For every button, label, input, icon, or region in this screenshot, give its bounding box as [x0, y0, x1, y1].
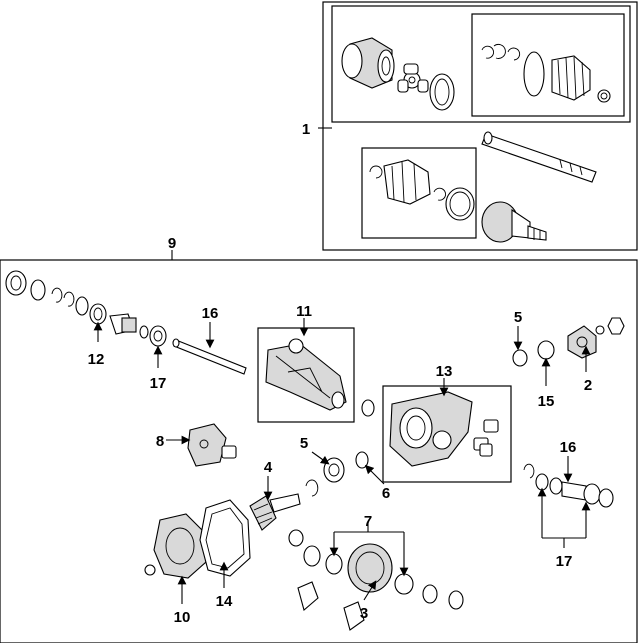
- pinion-shaft-left: [109, 313, 167, 347]
- ring-gear-assembly: [288, 529, 464, 610]
- boot-clamp-ring: [429, 73, 455, 111]
- leader-lines: [93, 127, 591, 604]
- shim-ring: [361, 399, 375, 417]
- axle-shaft-outer-frame: [322, 1, 638, 251]
- callout-11: 11: [296, 303, 312, 320]
- callout-10: 10: [174, 609, 191, 626]
- callout-6: 6: [382, 485, 390, 502]
- locking-actuator: [187, 423, 237, 467]
- callout-9: 9: [168, 235, 176, 252]
- callout-12: 12: [88, 351, 105, 368]
- boot-kit-frame-lower: [361, 147, 477, 239]
- callout-15: 15: [538, 393, 555, 410]
- long-shaft-16: [172, 338, 247, 375]
- callout-2: 2: [584, 377, 592, 394]
- center-bearings: [323, 451, 369, 483]
- callout-1: 1: [302, 121, 310, 138]
- axle-shaft-group: [322, 1, 638, 251]
- inner-cv-housing: [341, 37, 395, 89]
- callout-5-center: 5: [300, 435, 308, 452]
- inner-joint-kit-frame: [331, 5, 631, 123]
- callout-numbers: 1 9 16 11 5 12 17 13 2 15 8 5 16 4 6 7 1…: [88, 121, 593, 626]
- callout-13: 13: [436, 363, 453, 380]
- cv-boot-upper: [481, 44, 611, 103]
- callout-8: 8: [156, 433, 164, 450]
- callout-17-right: 17: [556, 553, 573, 570]
- callout-3: 3: [360, 605, 368, 622]
- boot-kit-frame-top: [471, 13, 625, 117]
- outer-cv-joint: [481, 201, 547, 243]
- snap-ring-center: [305, 479, 319, 497]
- right-output-shaft: [523, 463, 614, 508]
- diff-cover-mount: [265, 338, 347, 411]
- callout-14: 14: [216, 593, 233, 610]
- callout-16-right: 16: [560, 439, 577, 456]
- carrier-subframe: [382, 385, 512, 483]
- differential-frame: [0, 259, 638, 643]
- callout-4: 4: [264, 459, 273, 476]
- cv-boot-lower: [369, 159, 475, 221]
- pinion-gear: [249, 493, 301, 531]
- axle-shaft-bar: [481, 131, 597, 183]
- carrier-bearing-caps: [297, 581, 365, 631]
- callout-17-left: 17: [150, 375, 167, 392]
- callout-5-right: 5: [514, 309, 522, 326]
- tripod-joint: [397, 63, 429, 93]
- rear-cover: [144, 513, 207, 579]
- callout-7: 7: [364, 513, 372, 530]
- right-flange: [512, 317, 625, 367]
- diff-carrier-housing: [389, 391, 499, 467]
- callout-16-left: 16: [202, 305, 219, 322]
- left-seal-stack: [5, 270, 107, 325]
- cover-gasket: [199, 499, 251, 577]
